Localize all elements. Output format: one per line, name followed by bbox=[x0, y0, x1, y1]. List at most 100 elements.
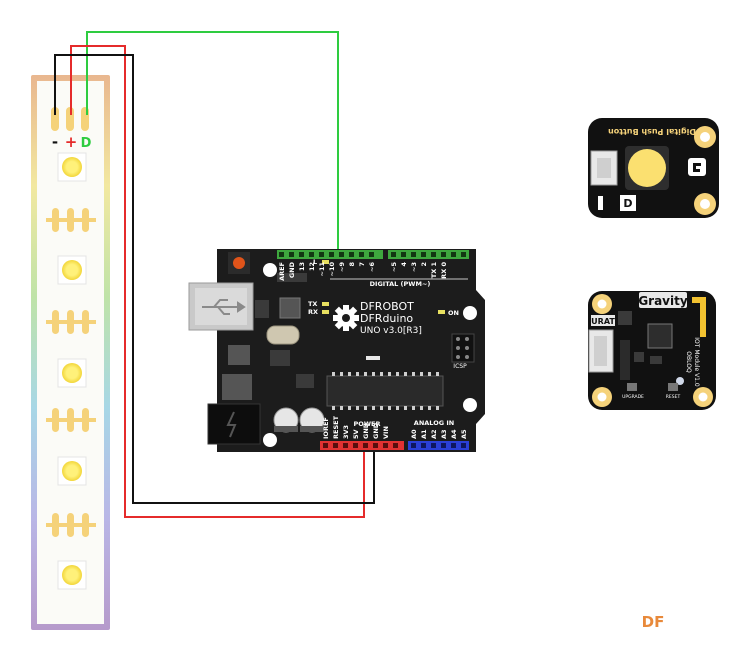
smd-component bbox=[296, 374, 314, 388]
header-pin-label: A2 bbox=[430, 429, 438, 439]
led-strip: - + D bbox=[31, 75, 110, 630]
header-pin-label: GND bbox=[362, 422, 370, 439]
icsp-label: ICSP bbox=[453, 363, 467, 370]
digital-push-button-module: Digital Push Button D bbox=[588, 118, 719, 218]
df-logo-icon bbox=[688, 158, 706, 176]
header-pin-label: ~3 bbox=[410, 262, 418, 272]
header-pin-label: ~10 bbox=[328, 262, 336, 277]
wire-gnd-black bbox=[54, 54, 375, 504]
on-led-label: ON bbox=[448, 309, 459, 317]
capacitor-band bbox=[274, 426, 298, 432]
board-version: UNO v3.0[R3] bbox=[360, 326, 422, 336]
power-header-label: POWER bbox=[354, 420, 381, 428]
mounting-hole bbox=[263, 433, 277, 447]
df-watermark: DF bbox=[642, 613, 665, 631]
led-4 bbox=[57, 456, 87, 486]
digital-header-sockets bbox=[279, 252, 466, 257]
crystal-oscillator bbox=[266, 325, 300, 345]
analog-header-label: ANALOG IN bbox=[414, 419, 454, 427]
smd-component bbox=[634, 352, 644, 362]
header-pin-label: ~11 bbox=[318, 262, 326, 277]
strip-cut-pads bbox=[46, 208, 96, 232]
strip-pin-plus-label: + bbox=[65, 133, 78, 151]
strip-cut-pads bbox=[46, 513, 96, 537]
iot-module-title: Gravity bbox=[638, 294, 688, 308]
header-pin-label: 8 bbox=[348, 262, 356, 267]
led-5 bbox=[57, 560, 87, 590]
wire-5v-red bbox=[70, 45, 365, 518]
signal-bar-icon bbox=[598, 196, 603, 210]
led-1 bbox=[57, 152, 87, 182]
smd-component bbox=[270, 350, 290, 366]
iot-side-text-2: IOT Module V1.0 bbox=[693, 337, 700, 387]
header-pin-label: AREF bbox=[278, 262, 286, 281]
arduino-board: ICSP L TX RX ON DFROBOT DFRduino UNO v3.… bbox=[188, 249, 485, 452]
smd-component bbox=[618, 311, 632, 325]
smd-component bbox=[277, 273, 307, 282]
header-pin-label: A5 bbox=[460, 429, 468, 439]
smd-component bbox=[366, 356, 380, 360]
smd-component bbox=[255, 300, 269, 318]
iot-side-text-1: OBLOQ bbox=[685, 351, 692, 373]
gravity-badge bbox=[639, 292, 687, 308]
digital-header-label: DIGITAL (PWM~) bbox=[370, 280, 431, 288]
d-label-box bbox=[620, 195, 636, 211]
header-pin-label: VIN bbox=[382, 426, 390, 439]
l-led bbox=[322, 260, 329, 264]
strip-cut-pads bbox=[46, 310, 96, 334]
header-pin-label: 12 bbox=[308, 262, 316, 271]
smd-component bbox=[650, 356, 662, 364]
reset-label: RESET bbox=[666, 394, 681, 400]
header-pin-label: 7 bbox=[358, 262, 366, 267]
icsp-header bbox=[451, 333, 475, 363]
wifi-chip bbox=[647, 323, 673, 349]
header-pin-label: ~5 bbox=[390, 262, 398, 272]
dfrobot-gear-icon bbox=[333, 305, 359, 331]
mcu-chip bbox=[326, 375, 444, 407]
header-pin-label: ~9 bbox=[338, 262, 346, 272]
upgrade-button[interactable] bbox=[627, 383, 637, 391]
reset-button-iot[interactable] bbox=[668, 383, 678, 391]
usb-chip bbox=[279, 297, 301, 319]
rx-led bbox=[322, 310, 329, 314]
strip-cut-pads bbox=[46, 408, 96, 432]
led-2 bbox=[57, 255, 87, 285]
voltage-regulator-2 bbox=[222, 374, 252, 400]
voltage-regulator bbox=[228, 345, 250, 365]
rx-led-label: RX bbox=[308, 308, 318, 316]
reset-button[interactable] bbox=[233, 257, 245, 269]
uart-badge bbox=[591, 315, 615, 326]
push-button-title: Digital Push Button bbox=[608, 127, 696, 136]
mounting-hole bbox=[463, 306, 477, 320]
tx-led bbox=[322, 302, 329, 306]
header-pin-label: RX 0 bbox=[440, 262, 448, 279]
header-pin-label: ~6 bbox=[368, 262, 376, 272]
push-button-d-label: D bbox=[623, 197, 632, 210]
header-pin-label: IOREF bbox=[322, 417, 330, 439]
upgrade-label: UPGRADE bbox=[622, 394, 644, 400]
usb-icon bbox=[202, 299, 246, 315]
capacitor-band bbox=[300, 426, 324, 432]
header-pin-label: RESET bbox=[332, 415, 340, 439]
power-header-sockets bbox=[323, 443, 398, 448]
header-pin-label: GND bbox=[288, 261, 296, 278]
header-pin-label: A3 bbox=[440, 429, 448, 439]
power-bolt-icon bbox=[226, 411, 237, 438]
header-pin-label: TX 1 bbox=[430, 262, 438, 279]
board-brand: DFROBOT bbox=[360, 300, 414, 313]
mounting-hole bbox=[463, 398, 477, 412]
on-led bbox=[438, 310, 445, 314]
l-led-label: L bbox=[313, 258, 317, 266]
strip-pin-minus-label: - bbox=[52, 133, 58, 151]
mounting-hole bbox=[263, 263, 277, 277]
header-pin-label: A1 bbox=[420, 429, 428, 439]
power-header bbox=[320, 441, 404, 450]
push-button-cap[interactable] bbox=[628, 149, 666, 187]
header-pin-label: GND bbox=[372, 422, 380, 439]
led-3 bbox=[57, 358, 87, 388]
wires bbox=[54, 31, 375, 518]
